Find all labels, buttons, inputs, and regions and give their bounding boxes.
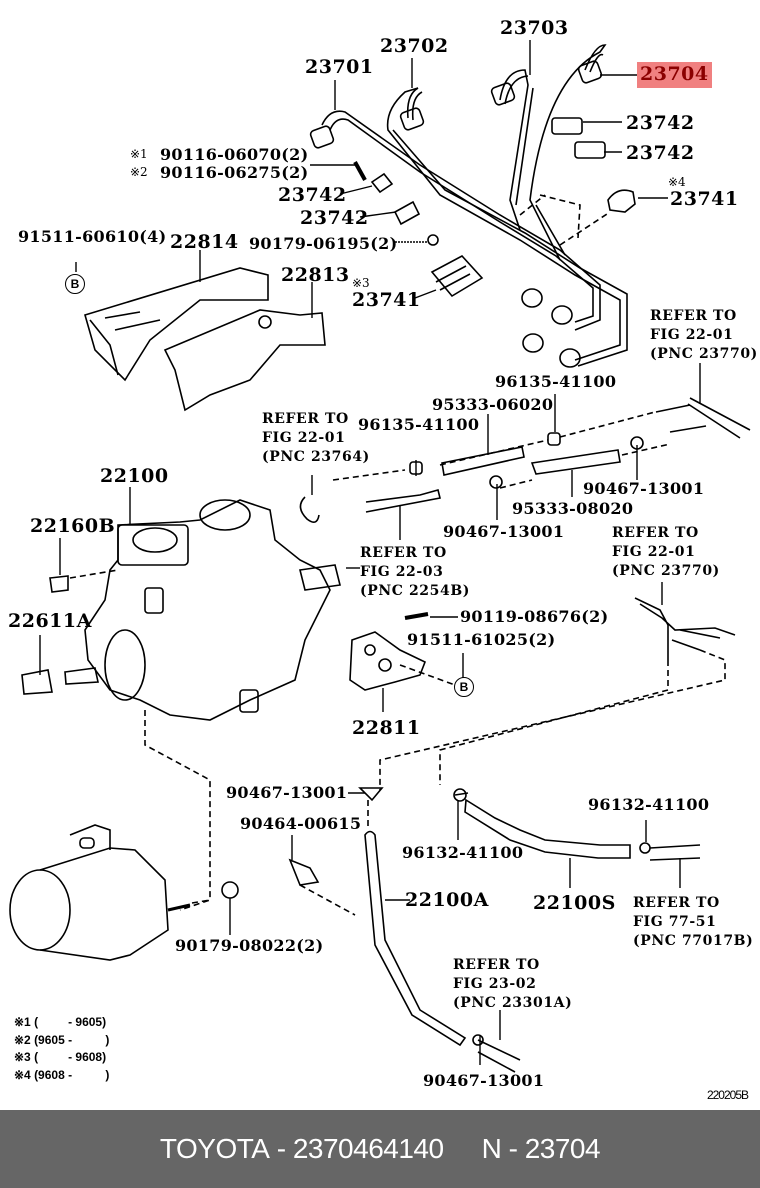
part-label-23703[interactable]: 23703 xyxy=(500,17,569,39)
part-label-90116-06070[interactable]: 90116-06070(2) xyxy=(160,145,309,164)
covers xyxy=(84,267,326,412)
clamps xyxy=(353,117,636,298)
part-label-90467-13001[interactable]: 90467-13001 xyxy=(423,1071,545,1090)
circle-marker-b: B xyxy=(454,677,474,697)
reference-fig-22-03-pnc-2254b[interactable]: REFER TO FIG 22-03 (PNC 2254B) xyxy=(360,545,470,599)
part-label-95333-08020[interactable]: 95333-08020 xyxy=(512,499,634,518)
part-label-95333-06020[interactable]: 95333-06020 xyxy=(432,395,554,414)
circle-marker-b: B xyxy=(65,274,85,294)
parts-diagram: 23701 23702 23703 23704 23742 23742 ※4 2… xyxy=(8,17,758,1102)
footer-bar: TOYOTA - 2370464140 N - 23704 xyxy=(0,1110,760,1188)
part-label-22160b[interactable]: 22160B xyxy=(30,515,116,537)
bracket xyxy=(349,612,456,691)
note-line: ※4 (9608 - ) xyxy=(14,1067,110,1082)
part-label-96135-41100[interactable]: 96135-41100 xyxy=(495,372,617,391)
diagram-drawing xyxy=(9,40,751,1073)
footer-pnc: 23704 xyxy=(524,1133,601,1164)
footer-part-number: 2370464140 xyxy=(292,1133,444,1164)
dashed-guide xyxy=(519,194,611,246)
part-label-23742[interactable]: 23742 xyxy=(278,184,347,206)
part-label-23742[interactable]: 23742 xyxy=(626,142,695,164)
reference-fig-23-02-pnc-23301a[interactable]: REFER TO FIG 23-02 (PNC 23301A) xyxy=(453,957,573,1011)
injection-pump xyxy=(21,499,341,911)
part-label-91511-61025[interactable]: 91511-61025(2) xyxy=(407,630,556,649)
figure-id: 220205B xyxy=(706,1088,749,1102)
part-label-23701[interactable]: 23701 xyxy=(305,56,374,78)
reference-fig-22-01-pnc-23770[interactable]: REFER TO FIG 22-01 (PNC 23770) xyxy=(650,308,758,362)
note-mark-2: ※2 xyxy=(130,165,148,179)
part-label-96132-41100[interactable]: 96132-41100 xyxy=(588,795,710,814)
note-mark-1: ※1 xyxy=(130,147,148,161)
part-label-22100s[interactable]: 22100S xyxy=(533,892,616,914)
injection-pipes xyxy=(321,44,628,367)
part-label-96132-41100[interactable]: 96132-41100 xyxy=(402,843,524,862)
part-label-90119-08676[interactable]: 90119-08676(2) xyxy=(460,607,609,626)
part-label-23742[interactable]: 23742 xyxy=(300,207,369,229)
part-label-90179-08022[interactable]: 90179-08022(2) xyxy=(175,936,324,955)
part-label-96135-41100[interactable]: 96135-41100 xyxy=(358,415,480,434)
reference-fig-22-01-pnc-23764[interactable]: REFER TO FIG 22-01 (PNC 23764) xyxy=(262,411,370,465)
part-label-22100[interactable]: 22100 xyxy=(100,465,169,487)
reference-fig-22-01-pnc-23770[interactable]: REFER TO FIG 22-01 (PNC 23770) xyxy=(612,525,720,579)
outlet-elbow xyxy=(9,824,211,961)
part-label-90179-06195[interactable]: 90179-06195(2) xyxy=(249,234,398,253)
part-label-90116-06275[interactable]: 90116-06275(2) xyxy=(160,163,309,182)
note-line: ※1 ( - 9605) xyxy=(14,1015,107,1029)
part-label-22813[interactable]: 22813 xyxy=(281,264,350,286)
part-label-90467-13001[interactable]: 90467-13001 xyxy=(226,783,348,802)
lower-hoses xyxy=(221,787,701,1073)
harness xyxy=(379,597,736,790)
footer-separator: - xyxy=(276,1133,286,1164)
part-label-90464-00615[interactable]: 90464-00615 xyxy=(240,814,362,833)
part-label-22611a[interactable]: 22611A xyxy=(8,610,92,632)
part-label-22814[interactable]: 22814 xyxy=(170,231,239,253)
date-notes-legend: ※1 ( - 9605) ※2 (9605 - ) ※3 ( - 9608) ※… xyxy=(14,1014,109,1084)
part-label-23702[interactable]: 23702 xyxy=(380,35,449,57)
part-label-23741[interactable]: 23741 xyxy=(352,289,421,311)
note-line: ※3 ( - 9608) xyxy=(14,1050,107,1064)
part-label-23704-highlighted[interactable]: 23704 xyxy=(637,62,712,88)
part-label-22811[interactable]: 22811 xyxy=(352,717,421,739)
note-mark-3: ※3 xyxy=(352,276,370,290)
part-label-23742[interactable]: 23742 xyxy=(626,112,695,134)
note-line: ※2 (9605 - ) xyxy=(14,1032,110,1047)
footer-separator: - xyxy=(508,1133,518,1164)
part-label-90467-13001[interactable]: 90467-13001 xyxy=(443,522,565,541)
footer-pnc-prefix: N xyxy=(481,1133,502,1164)
reference-fig-77-51-pnc-77017b[interactable]: REFER TO FIG 77-51 (PNC 77017B) xyxy=(633,895,754,949)
hoses xyxy=(299,397,751,523)
part-label-23741[interactable]: 23741 xyxy=(670,188,739,210)
part-label-90467-13001[interactable]: 90467-13001 xyxy=(583,479,705,498)
pipe-nuts xyxy=(309,60,603,368)
part-label-91511-60610[interactable]: 91511-60610(4) xyxy=(18,227,167,246)
footer-brand: TOYOTA xyxy=(159,1133,270,1164)
note-mark-4: ※4 xyxy=(668,175,686,189)
part-label-22100a[interactable]: 22100A xyxy=(405,889,489,911)
